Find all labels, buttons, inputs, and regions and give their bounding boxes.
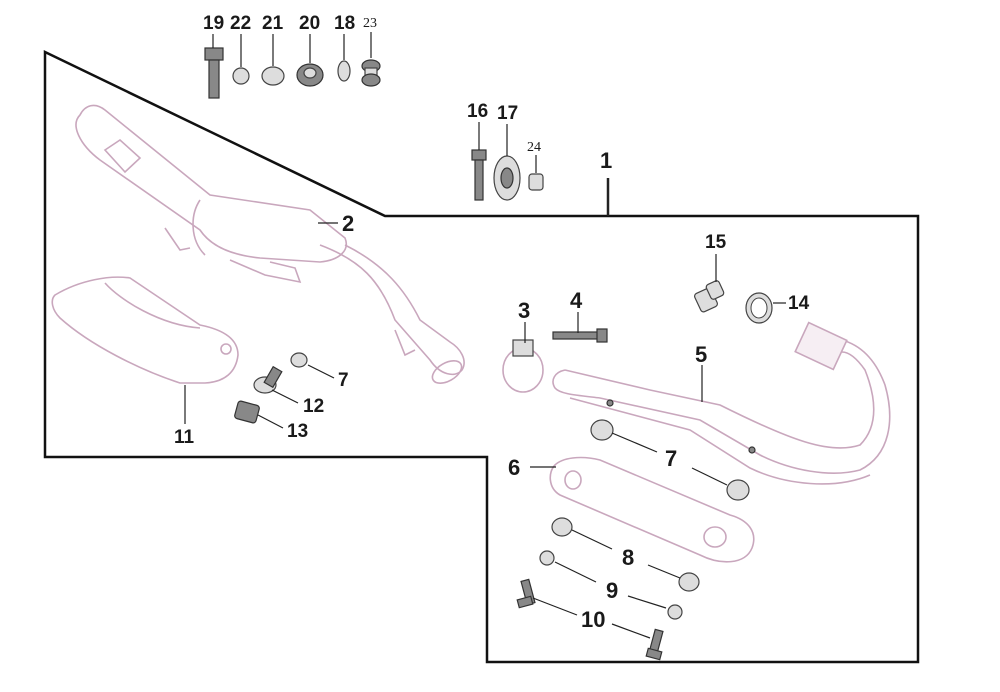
gasket-14 <box>745 292 773 324</box>
bracket-6 <box>549 456 755 563</box>
clamp-3 <box>502 339 544 393</box>
washer-21 <box>261 66 285 86</box>
leader-9b <box>627 595 667 609</box>
leader-7-left <box>307 364 335 379</box>
label-23: 23 <box>363 16 377 31</box>
washer-7-lower <box>726 479 750 501</box>
nut-20 <box>296 63 324 87</box>
label-18: 18 <box>334 13 355 34</box>
label-19: 19 <box>203 13 224 34</box>
washer-7-left <box>290 352 308 368</box>
bolt-10-left <box>516 578 536 609</box>
nut-13 <box>234 400 260 424</box>
washer-9-right <box>667 604 683 620</box>
label-10: 10 <box>581 607 605 632</box>
label-14: 14 <box>788 293 810 314</box>
muffler <box>75 104 465 384</box>
leader-8b <box>647 564 681 579</box>
label-7b: 7 <box>338 370 349 391</box>
label-21: 21 <box>262 13 284 34</box>
rubber-23 <box>361 59 381 87</box>
heat-shield <box>51 276 239 384</box>
bolt-16 <box>471 149 487 201</box>
leader-10a <box>532 597 578 616</box>
assembly-group-border <box>43 50 920 664</box>
collar-24 <box>528 173 544 191</box>
label-13: 13 <box>287 421 308 442</box>
leader-8a <box>571 529 613 550</box>
label-8: 8 <box>622 545 634 570</box>
label-22: 22 <box>230 13 251 34</box>
label-5: 5 <box>695 342 707 367</box>
label-4: 4 <box>570 288 583 313</box>
washer-8-right <box>678 572 700 592</box>
washer-8-left <box>551 517 573 537</box>
label-24: 24 <box>527 140 541 155</box>
label-3: 3 <box>518 298 530 323</box>
grommet-17 <box>493 155 521 201</box>
collar-15 <box>694 280 725 313</box>
label-11: 11 <box>174 427 195 448</box>
label-12: 12 <box>303 396 324 417</box>
bolt-10-right <box>645 628 664 661</box>
leader-10b <box>611 623 651 639</box>
label-16: 16 <box>467 101 488 122</box>
bolt-4 <box>552 328 608 343</box>
leader-12 <box>271 389 299 404</box>
exhaust-pipe <box>552 321 891 485</box>
washer-7-upper <box>590 419 614 441</box>
label-20: 20 <box>299 13 320 34</box>
label-15: 15 <box>705 232 727 253</box>
leader-13 <box>257 414 284 429</box>
spacer-18 <box>337 60 351 82</box>
label-17: 17 <box>497 103 518 124</box>
leader-7b <box>691 467 728 486</box>
label-1: 1 <box>600 148 612 173</box>
bolt-12 <box>253 365 283 394</box>
washer-22 <box>232 67 250 85</box>
washer-9-left <box>539 550 555 566</box>
label-9: 9 <box>606 578 618 603</box>
label-2: 2 <box>342 211 354 236</box>
bolt-19 <box>204 47 224 99</box>
label-6: 6 <box>508 455 520 480</box>
label-7a: 7 <box>665 446 677 471</box>
leader-9a <box>554 561 597 583</box>
leader-7a <box>611 432 658 453</box>
